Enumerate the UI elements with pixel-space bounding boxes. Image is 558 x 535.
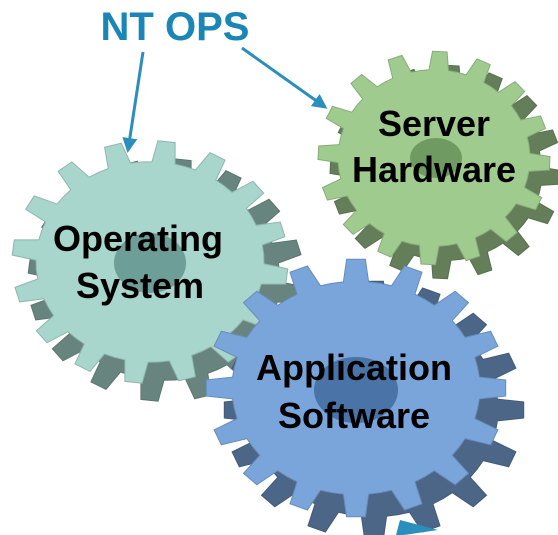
arrow-tip-bottom — [396, 520, 438, 535]
app-gear-hole — [314, 357, 398, 423]
arrow-to-operating-system — [122, 51, 145, 153]
os-label-line1: Operating — [53, 218, 223, 259]
server-label-line1: Server — [378, 103, 490, 144]
app-label-line2: Software — [278, 395, 430, 436]
diagram-title: NT OPS — [101, 5, 250, 49]
os-gear-hole — [114, 233, 186, 293]
arrow-to-server-hardware — [241, 46, 328, 109]
os-label-line2: System — [76, 265, 204, 306]
server-hardware-gear: Server Hardware — [317, 50, 558, 280]
app-label-line1: Application — [256, 347, 452, 388]
server-label-line2: Hardware — [352, 149, 516, 190]
server-gear-hole — [410, 138, 462, 178]
application-software-gear: Application Software — [205, 258, 525, 535]
